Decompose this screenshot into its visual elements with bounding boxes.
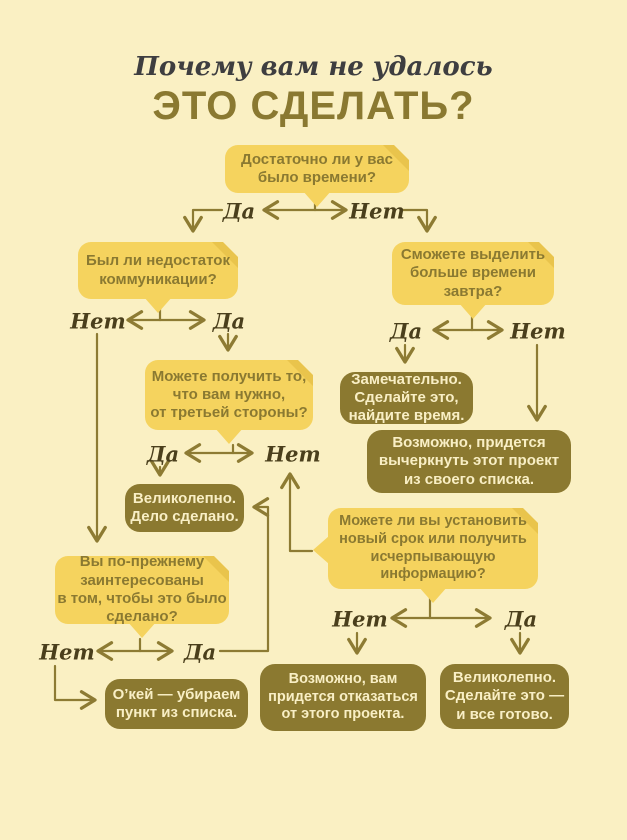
- label-yes-3: Да: [389, 318, 423, 344]
- node-text: Можете ли вы установить новый срок или п…: [339, 513, 527, 583]
- page-subtitle-script: Почему вам не удалось: [134, 52, 493, 82]
- label-no-6: Нет: [332, 606, 388, 632]
- node-new-deadline: Можете ли вы установить новый срок или п…: [313, 508, 538, 603]
- node-text: Можете получить то, что вам нужно, от тр…: [150, 367, 308, 422]
- node-text: Замечательно. Сделайте это, найдите врем…: [348, 370, 465, 425]
- node-enough-time: Достаточно ли у вас было времени?: [225, 145, 409, 207]
- node-text: Великолепно. Дело сделано.: [130, 489, 239, 525]
- label-no-3: Нет: [510, 318, 566, 344]
- label-no-4: Нет: [265, 441, 321, 467]
- label-yes-2: Да: [212, 308, 246, 334]
- node-communication-lack: Был ли недостаток коммуникации?: [78, 242, 238, 313]
- label-no-2: Нет: [70, 308, 126, 334]
- label-no-5: Нет: [39, 639, 95, 665]
- node-done: Великолепно. Дело сделано.: [125, 484, 244, 532]
- node-do-it-all-done: Великолепно. Сделайте это — и все готово…: [440, 664, 569, 729]
- page-title: ЭТО СДЕЛАТЬ?: [152, 84, 475, 128]
- node-cross-out-project: Возможно, придется вычеркнуть этот проек…: [367, 430, 571, 493]
- node-text: Возможно, придется вычеркнуть этот проек…: [378, 434, 560, 488]
- label-no-1: Нет: [349, 198, 405, 224]
- node-text: Великолепно. Сделайте это — и все готово…: [444, 669, 565, 723]
- node-still-interested: Вы по-прежнему заинтересованы в том, что…: [55, 553, 229, 638]
- label-yes-1: Да: [222, 198, 256, 224]
- label-yes-4: Да: [146, 441, 180, 467]
- node-remove-item: О’кей — убираем пункт из списка.: [105, 679, 248, 729]
- node-more-time-tomorrow: Сможете выделить больше времени завтра?: [392, 242, 554, 319]
- node-give-up-project: Возможно, вам придется отказаться от это…: [260, 664, 426, 731]
- node-text: Был ли недостаток коммуникации?: [86, 252, 230, 288]
- node-text: Возможно, вам придется отказаться от это…: [268, 670, 418, 723]
- label-yes-6: Да: [504, 606, 538, 632]
- node-text: Достаточно ли у вас было времени?: [240, 150, 394, 186]
- node-text: Сможете выделить больше времени завтра?: [400, 246, 546, 300]
- node-third-party: Можете получить то, что вам нужно, от тр…: [145, 360, 313, 444]
- label-yes-5: Да: [183, 639, 217, 665]
- node-do-it-find-time: Замечательно. Сделайте это, найдите врем…: [340, 370, 473, 425]
- node-text: Вы по-прежнему заинтересованы в том, что…: [57, 553, 227, 626]
- node-text: О’кей — убираем пункт из списка.: [112, 685, 241, 721]
